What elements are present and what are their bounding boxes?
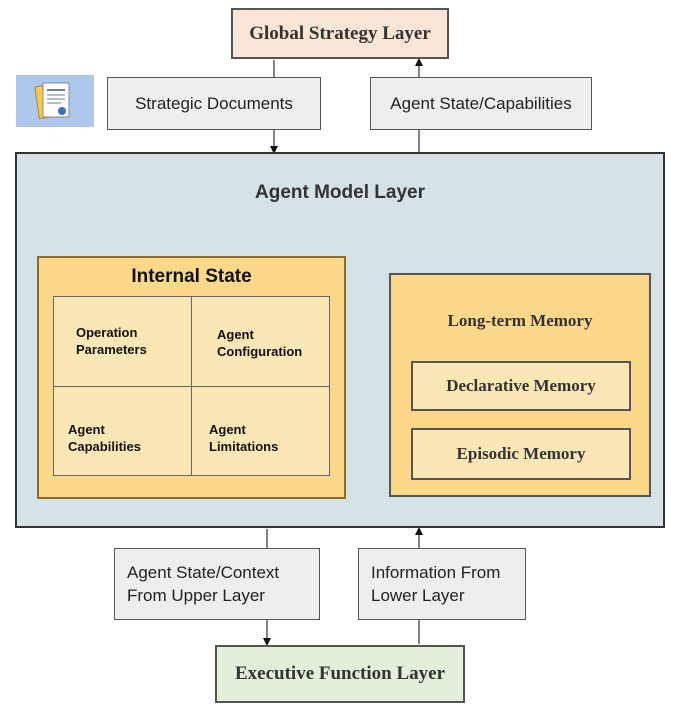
long-term-memory-panel: Long-term Memory Declarative Memory Epis…: [389, 273, 651, 497]
strategic-documents-label: Strategic Documents: [135, 93, 293, 113]
strategic-documents-box: Strategic Documents: [107, 77, 321, 130]
state-context-line2: From Upper Layer: [127, 586, 265, 605]
agent-model-layer: Agent Model Layer Internal State Operati…: [15, 152, 665, 528]
cell-agent-limitations-line1: Agent: [209, 422, 246, 437]
agent-state-capabilities-box: Agent State/Capabilities: [370, 77, 592, 130]
cell-agent-capabilities-line2: Capabilities: [68, 439, 141, 454]
cell-agent-capabilities: Agent Capabilities: [68, 421, 141, 455]
state-context-line1: Agent State/Context: [127, 563, 280, 582]
internal-state-grid: Operation Parameters Agent Configuration…: [53, 296, 330, 476]
info-lower-line2: Lower Layer: [371, 586, 465, 605]
cell-agent-configuration-line2: Configuration: [217, 344, 303, 359]
cell-operation-parameters: Operation Parameters: [76, 324, 147, 358]
cell-agent-configuration-line1: Agent: [217, 327, 254, 342]
cell-agent-limitations-line2: Limitations: [209, 439, 279, 454]
document-icon: [16, 75, 94, 127]
cell-operation-parameters-line1: Operation: [76, 325, 138, 340]
episodic-memory-box: Episodic Memory: [411, 428, 631, 480]
agent-model-layer-title: Agent Model Layer: [255, 182, 425, 203]
declarative-memory-label: Declarative Memory: [446, 376, 596, 395]
document-icon-graphic: [34, 82, 70, 120]
state-context-box: Agent State/Context From Upper Layer: [114, 548, 320, 620]
long-term-memory-title: Long-term Memory: [447, 311, 593, 330]
cell-agent-capabilities-line1: Agent: [68, 422, 105, 437]
declarative-memory-box: Declarative Memory: [411, 361, 631, 411]
internal-state-title: Internal State: [131, 266, 252, 287]
grid-divider-horizontal: [54, 386, 329, 387]
agent-state-capabilities-label: Agent State/Capabilities: [390, 93, 572, 113]
cell-agent-limitations: Agent Limitations: [209, 421, 278, 455]
info-lower-layer-box: Information From Lower Layer: [358, 548, 526, 620]
executive-function-layer-label: Executive Function Layer: [234, 663, 446, 684]
episodic-memory-label: Episodic Memory: [456, 444, 586, 463]
executive-function-layer: Executive Function Layer: [215, 645, 465, 703]
global-strategy-layer-label: Global Strategy Layer: [249, 22, 431, 44]
internal-state-panel: Internal State Operation Parameters Agen…: [37, 256, 346, 499]
cell-operation-parameters-line2: Parameters: [76, 342, 147, 357]
info-lower-line1: Information From: [371, 563, 501, 582]
global-strategy-layer: Global Strategy Layer: [231, 8, 449, 59]
cell-agent-configuration: Agent Configuration: [217, 326, 302, 360]
